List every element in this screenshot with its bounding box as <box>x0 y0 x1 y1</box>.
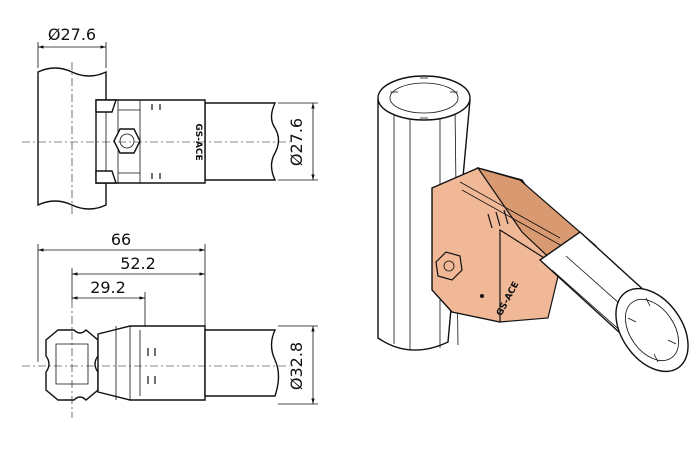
dim-right-diameter: Ø27.6 <box>278 102 318 181</box>
dim-mid-length-label: 52.2 <box>120 254 156 273</box>
dim-short-length-label: 29.2 <box>90 278 126 297</box>
bottom-connector <box>97 325 206 401</box>
top-connector: GS-ACE <box>95 99 206 184</box>
iso-hex-bolt-icon <box>435 251 463 281</box>
top-horizontal-pipe <box>204 102 280 181</box>
dim-overall-length-label: 66 <box>111 230 131 249</box>
dim-right-diameter-label: Ø27.6 <box>287 118 306 166</box>
iso-horizontal-pipe <box>538 231 689 373</box>
dim-connector-diameter-label: Ø32.8 <box>287 342 306 390</box>
dim-top-diameter: Ø27.6 <box>37 25 107 68</box>
dim-short-length: 29.2 <box>72 278 146 326</box>
dim-mid-length: 52.2 <box>71 254 205 300</box>
bottom-view: 66 52.2 29.2 Ø32.8 <box>22 230 318 418</box>
dim-top-diameter-label: Ø27.6 <box>48 25 96 44</box>
bottom-horizontal-pipe <box>204 329 280 397</box>
top-view: GS-ACE Ø27.6 Ø27.6 <box>22 25 318 215</box>
dim-overall-length: 66 <box>37 230 206 362</box>
hex-bolt-icon <box>113 128 141 154</box>
dim-connector-diameter: Ø32.8 <box>278 325 318 405</box>
isometric-view: GS-ACE <box>377 75 689 373</box>
